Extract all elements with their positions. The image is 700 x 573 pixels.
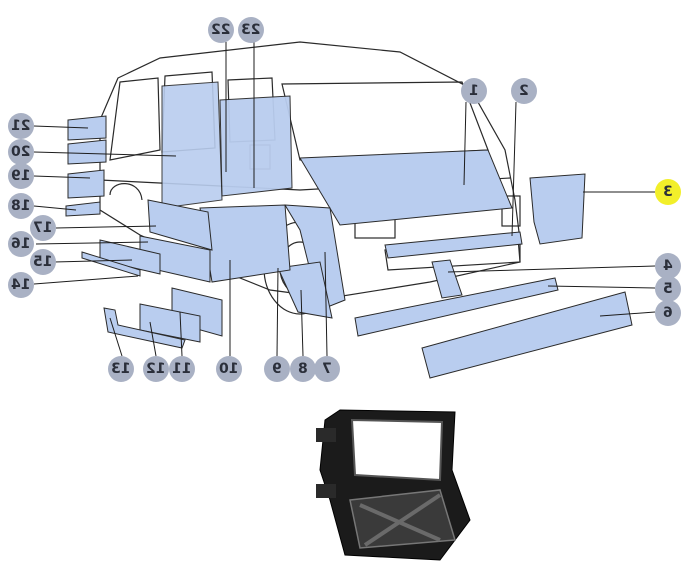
body-panels bbox=[65, 81, 633, 379]
callout-20: 20 bbox=[8, 139, 34, 165]
callout-label: 5 bbox=[663, 281, 673, 297]
callout-13: 13 bbox=[108, 356, 134, 382]
panel-cab-door bbox=[219, 95, 293, 197]
panel-front-grille-bar bbox=[384, 231, 523, 259]
callout-21: 21 bbox=[8, 113, 34, 139]
panel-bumper-5 bbox=[354, 277, 559, 337]
callout-3-highlighted: 3 bbox=[655, 179, 681, 205]
callout-label: 7 bbox=[322, 361, 332, 377]
callout-label: 12 bbox=[146, 361, 166, 377]
panel-wheel-arch-lower bbox=[277, 261, 333, 319]
callout-label: 19 bbox=[11, 168, 31, 184]
callout-18: 18 bbox=[8, 193, 34, 219]
callout-19: 19 bbox=[8, 163, 34, 189]
panel-13 bbox=[103, 307, 186, 349]
panel-headlamp-support-3 bbox=[529, 173, 586, 245]
callout-label: 23 bbox=[241, 22, 261, 38]
callout-16: 16 bbox=[8, 231, 34, 257]
callout-9: 9 bbox=[264, 356, 290, 382]
panel-side-sill-10 bbox=[199, 204, 291, 283]
callout-label: 22 bbox=[211, 22, 231, 38]
callout-label: 15 bbox=[33, 254, 53, 270]
callout-7: 7 bbox=[314, 356, 340, 382]
callout-label: 2 bbox=[519, 83, 529, 99]
callout-label: 13 bbox=[111, 361, 131, 377]
callout-label: 18 bbox=[11, 198, 31, 214]
callout-label: 3 bbox=[663, 184, 673, 200]
panel-wheel-arch-front bbox=[284, 204, 346, 311]
callout-label: 10 bbox=[219, 361, 239, 377]
callout-label: 17 bbox=[33, 220, 53, 236]
headlamp-support-photo bbox=[312, 404, 471, 564]
callout-1: 1 bbox=[461, 78, 487, 104]
panel-4-strip bbox=[431, 259, 463, 299]
callout-label: 21 bbox=[11, 118, 31, 134]
callout-17: 17 bbox=[30, 215, 56, 241]
panel-bumper-6 bbox=[421, 291, 633, 379]
leader-lines bbox=[33, 42, 656, 357]
callout-23: 23 bbox=[238, 17, 264, 43]
panel-18 bbox=[65, 201, 101, 217]
callout-label: 20 bbox=[11, 144, 31, 160]
panel-20 bbox=[67, 139, 107, 165]
callout-11: 11 bbox=[169, 356, 195, 382]
callout-12: 12 bbox=[143, 356, 169, 382]
callout-22: 22 bbox=[208, 17, 234, 43]
callout-label: 16 bbox=[11, 236, 31, 252]
callout-label: 8 bbox=[298, 361, 308, 377]
callout-14: 14 bbox=[8, 272, 34, 298]
panel-sliding-door bbox=[161, 81, 223, 209]
callout-4: 4 bbox=[655, 253, 681, 279]
callout-label: 11 bbox=[172, 361, 192, 377]
callout-10: 10 bbox=[216, 356, 242, 382]
callout-2: 2 bbox=[511, 78, 537, 104]
callout-8: 8 bbox=[290, 356, 316, 382]
callout-5: 5 bbox=[655, 276, 681, 302]
panel-side-15 bbox=[99, 239, 161, 275]
callout-label: 9 bbox=[272, 361, 282, 377]
callout-15: 15 bbox=[30, 249, 56, 275]
callout-label: 1 bbox=[469, 83, 479, 99]
panel-bonnet bbox=[299, 149, 513, 226]
panel-strip-14 bbox=[81, 251, 141, 277]
callout-label: 6 bbox=[663, 305, 673, 321]
callout-6: 6 bbox=[655, 300, 681, 326]
panel-side-17 bbox=[147, 199, 213, 251]
callout-label: 14 bbox=[11, 277, 31, 293]
panel-19 bbox=[67, 169, 105, 199]
callout-label: 4 bbox=[663, 258, 673, 274]
